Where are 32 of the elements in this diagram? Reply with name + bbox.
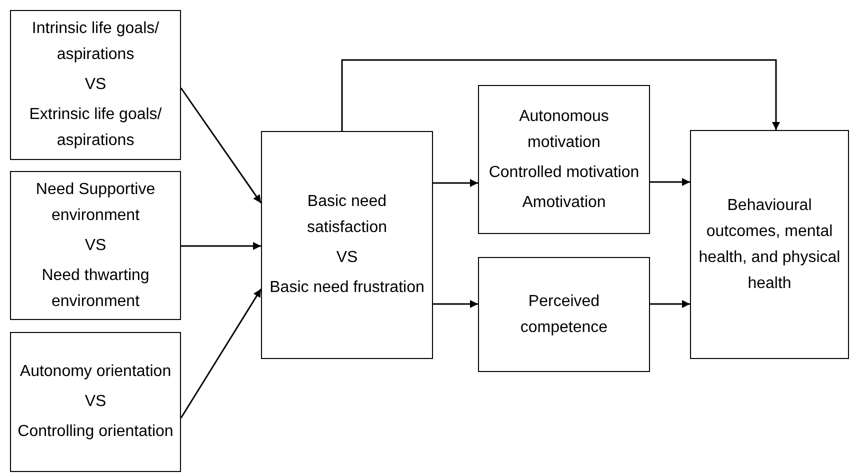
arrow [341,59,780,131]
box-text: Need Supportive environment [34,180,156,226]
box-text: Controlling orientation [18,422,174,442]
process-box [478,257,650,372]
box-text: Basic need frustration [270,278,424,298]
box-text: Amotivation [522,192,606,212]
arrow [433,179,478,187]
process-box [261,131,433,359]
arrow [180,288,262,418]
box-text: Behavioural outcomes, mental health, and physical health [698,196,842,294]
box-text: VS [84,392,106,412]
arrow [433,300,478,308]
box-text: Perceived competence [519,292,609,338]
box-text: VS [84,75,106,95]
box-text: Basic need satisfaction [306,192,388,238]
process-box [478,85,650,234]
process-box [10,332,181,472]
arrow [650,178,690,186]
box-text: Extrinsic life goals/ aspirations [28,105,163,151]
box-text: Need thwarting environment [40,266,150,312]
arrow [180,88,262,204]
process-box [10,171,181,320]
box-text: Intrinsic life goals/ aspirations [30,19,160,65]
box-text: VS [336,248,358,268]
process-box [10,10,181,160]
box-text: Controlled motivation [488,162,640,182]
box-text: Autonomy orientation [20,362,172,382]
arrow [181,242,261,250]
arrow [650,300,690,308]
box-text: Autonomous motivation [518,106,610,152]
process-box [690,130,849,359]
box-text: VS [84,236,106,256]
